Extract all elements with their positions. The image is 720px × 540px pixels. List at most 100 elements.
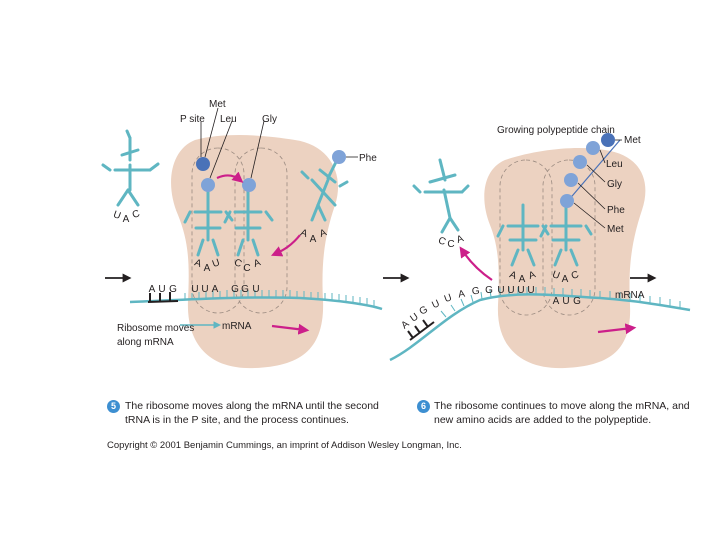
caption-5-number: 5 — [107, 400, 120, 413]
gly-label-p6: Gly — [607, 179, 622, 190]
mrna-seq-letter-9: U — [507, 285, 514, 296]
met-amino-acid-p5 — [196, 157, 210, 171]
trna-entry-arrow — [270, 234, 301, 257]
anticodon-trna2-letter-2: C — [570, 269, 581, 282]
mrna-seq-letter-1: U — [408, 311, 420, 324]
ribosome-moves-label-line2: along mRNA — [117, 337, 174, 348]
codon-uua-letter-1: U — [201, 284, 208, 295]
mrna-seq-letter-4: U — [443, 292, 454, 305]
leu-label-p6: Leu — [606, 159, 623, 170]
chain-phe — [564, 173, 578, 187]
caption-6-number: 6 — [417, 400, 430, 413]
mrna-seq-letter-7: G — [485, 285, 493, 296]
anticodon-gly-letter-0: C — [233, 257, 244, 270]
mrna-strand-panel5 — [129, 296, 383, 311]
anticodon-phe-letter-1: A — [310, 234, 317, 245]
ribosome-panel5 — [171, 135, 339, 369]
anticodon-free-letter-2: C — [131, 208, 142, 221]
trna-phe-incoming — [300, 158, 349, 222]
caption-6-line2: new amino acids are added to the polypep… — [434, 414, 652, 426]
start-codon-ticks — [147, 292, 179, 303]
anticodon-phe-letter-2: A — [318, 227, 328, 240]
trna-gly — [223, 188, 274, 257]
caption-5-line2: tRNA is in the P site, and the process c… — [125, 414, 349, 426]
anticodon-leaving-letter-0: C — [437, 235, 448, 248]
anticodon-free-letter-0: U — [112, 209, 123, 222]
codon-ggu-letter-1: G — [241, 284, 249, 295]
phe-label-p6: Phe — [607, 205, 625, 216]
mrna-seq-letter-10: U — [517, 285, 524, 296]
anticodon-free-letter-1: A — [123, 214, 130, 225]
mrna-label-p5: mRNA — [222, 321, 252, 332]
mrna-seq-letter-8: U — [497, 285, 504, 296]
ribosome-panel6 — [484, 148, 646, 369]
codon-ggu-letter-2: U — [252, 284, 259, 295]
growing-chain-label: Growing polypeptide chain — [497, 125, 615, 136]
trna-right-p6 — [539, 203, 593, 267]
ribosome-movement-arrow-p6 — [597, 323, 637, 335]
caption-5-line1: The ribosome moves along the mRNA until … — [125, 400, 379, 412]
mrna-seq-letter-2: G — [418, 304, 430, 318]
caption-5: The ribosome moves along the mRNA until … — [125, 399, 385, 427]
a-site-outline — [234, 147, 288, 314]
mrna-label-p6: mRNA — [615, 290, 645, 301]
peptide-transfer-arrow — [216, 171, 244, 183]
right-codon-letter-2: G — [573, 296, 581, 307]
mrna-seq-letter-3: U — [430, 298, 441, 311]
phe-label-p5: Phe — [359, 153, 377, 164]
chain-gly — [573, 155, 587, 169]
free-trna-panel5 — [101, 129, 160, 207]
mrna-ticks-panel5 — [184, 290, 375, 307]
codon-ggu-letter-0: G — [231, 284, 239, 295]
anticodon-gly-letter-1: C — [243, 263, 250, 274]
right-codon-letter-1: U — [562, 296, 569, 307]
anticodon-leaving-letter-1: C — [447, 239, 454, 250]
chain-leu — [586, 141, 600, 155]
codon-uua-letter-0: U — [191, 284, 198, 295]
phe-amino-acid-p5 — [332, 150, 346, 164]
leu-amino-acid-p5 — [201, 178, 215, 192]
anticodon-trna2-letter-1: A — [562, 274, 569, 285]
leaving-trna-p6 — [412, 158, 470, 234]
trna-exit-arrow — [459, 246, 493, 281]
met-label-p6: Met — [624, 135, 641, 146]
anticodon-trna1-letter-2: A — [527, 269, 537, 282]
gly-label-p5: Gly — [262, 114, 277, 125]
mrna-seq-letter-0: A — [399, 319, 411, 332]
met-label-p5: Met — [209, 99, 226, 110]
caption-6: The ribosome continues to move along the… — [434, 399, 704, 427]
ribosome-movement-arrow — [271, 323, 310, 335]
p6-site-right — [542, 159, 596, 316]
mrna-seq-letter-5: A — [457, 288, 466, 300]
codon-uua-letter-2: A — [212, 284, 219, 295]
anticodon-leu-letter-1: A — [204, 263, 211, 274]
codon-aug-letter-2: G — [169, 284, 177, 295]
codon-aug-letter-0: A — [149, 284, 156, 295]
copyright-notice: Copyright © 2001 Benjamin Cummings, an i… — [107, 440, 462, 451]
start-codon-ticks-p6 — [407, 319, 435, 341]
met2-label-p6: Met — [607, 224, 624, 235]
anticodon-leaving-letter-2: A — [455, 233, 465, 246]
gly-amino-acid-p5 — [242, 178, 256, 192]
panel-5: Met P site Leu Gly Phe Ribosome moves al… — [101, 99, 383, 369]
panel-6: Growing polypeptide chain Met Leu Gly Ph… — [383, 125, 691, 369]
ribosome-moves-label-line1: Ribosome moves — [117, 323, 194, 334]
p-site-label: P site — [180, 114, 205, 125]
anticodon-trna2-letter-0: U — [551, 269, 562, 282]
p-site-outline — [191, 147, 245, 314]
mrna-strand-panel6 — [389, 293, 691, 362]
anticodon-gly-letter-2: A — [252, 257, 262, 270]
anticodon-trna1-letter-1: A — [519, 274, 526, 285]
caption-6-line1: The ribosome continues to move along the… — [434, 400, 690, 412]
p6-site-left — [499, 159, 553, 316]
label-leaders-p6 — [573, 139, 622, 229]
mrna-seq-letter-6: G — [471, 286, 480, 298]
anticodon-leu-letter-0: A — [193, 257, 203, 270]
leu-label-p5: Leu — [220, 114, 237, 125]
label-leaders-p5 — [200, 107, 265, 179]
chain-met-top — [601, 133, 615, 147]
chain-met-bottom — [560, 194, 574, 208]
